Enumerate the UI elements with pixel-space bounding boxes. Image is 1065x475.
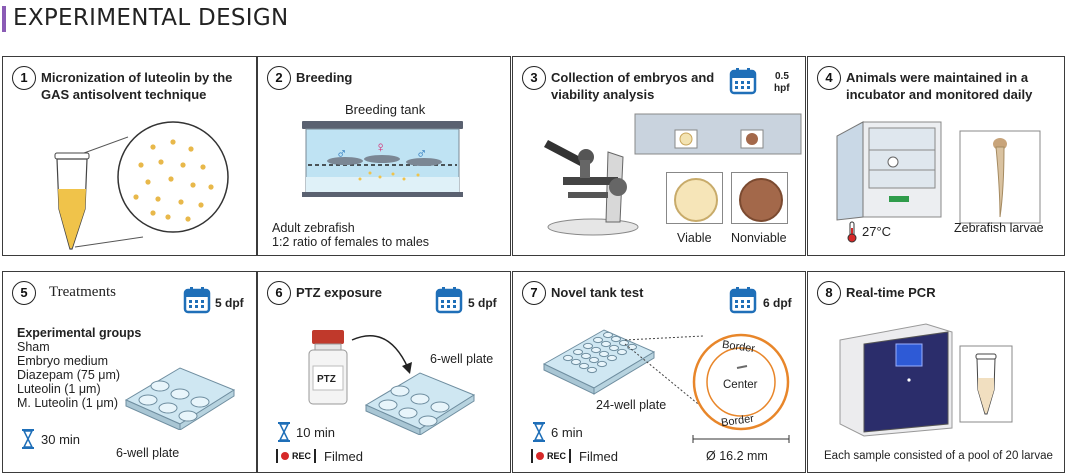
panel-title: Novel tank test (551, 285, 644, 300)
step-number: 4 (817, 66, 841, 90)
diameter-label: Ø 16.2 mm (706, 449, 768, 463)
panel-7-novel-tank-test: 7 Novel tank test 6 dpf Border Center Bo… (512, 271, 806, 473)
step-number: 2 (267, 66, 291, 90)
step-number: 6 (267, 281, 291, 305)
breeding-tank-illustration (302, 121, 463, 197)
sample-tube-illustration (959, 345, 1013, 423)
rec-text: REC (547, 451, 567, 461)
days-label: 5 dpf (468, 296, 497, 310)
zoom-guide-lines (624, 335, 704, 409)
rec-dot (281, 452, 289, 460)
sample-caption: Each sample consisted of a pool of 20 la… (824, 450, 1053, 462)
calendar-icon (729, 287, 757, 314)
panel-2-breeding: 2 Breeding Breeding tank ♂ ♀ ♂ Adult zeb… (257, 56, 511, 256)
panel-title: Collection of embryos and viability anal… (551, 70, 715, 102)
nonviable-embryo (739, 178, 783, 222)
group-sham: Sham (17, 340, 50, 354)
viable-label: Viable (677, 231, 712, 245)
petri-dish-panel (634, 113, 802, 155)
panel-title: PTZ exposure (296, 285, 382, 300)
transfer-arrow (351, 335, 412, 374)
plate-label: 24-well plate (596, 398, 667, 412)
panel-5-treatments: 5 Treatments 5 dpf Experimental groups S… (2, 271, 257, 473)
six-well-plate-illustration (364, 372, 476, 435)
male-symbol-right: ♂ (416, 145, 428, 162)
thermometer-icon (847, 221, 857, 243)
panel-title: Treatments (49, 284, 116, 300)
groups-title: Experimental groups (17, 326, 142, 340)
twenty-four-well-plate-illustration (542, 329, 656, 395)
microscope-illustration (544, 140, 639, 236)
arena-diagram (692, 333, 790, 431)
panel-title: Breeding (296, 70, 353, 85)
center-label: Center (723, 379, 758, 391)
larvae-label: Zebrafish larvae (954, 221, 1044, 235)
step-number: 3 (522, 66, 546, 90)
breeding-caption-line1: Adult zebrafish (272, 221, 355, 235)
panel-3-collection: 3 Collection of embryos and viability an… (512, 56, 806, 256)
diameter-dimension-line (692, 435, 790, 443)
filmed-label: Filmed (579, 449, 619, 464)
step-number: 7 (522, 281, 546, 305)
microtube-with-particles-illustration (54, 121, 229, 250)
group-embryo-medium: Embryo medium (17, 354, 108, 368)
nonviable-label: Nonviable (731, 231, 787, 245)
days-label: 6 dpf (763, 296, 792, 310)
calendar-icon (435, 287, 463, 314)
step-number: 1 (12, 66, 36, 90)
hourglass-icon (278, 422, 290, 442)
panel-4-incubator: 4 Animals were maintained in a incubator… (807, 56, 1065, 256)
duration-label: 10 min (296, 425, 336, 440)
six-well-plate-illustration (124, 367, 236, 430)
calendar-icon (183, 287, 211, 314)
pcr-machine-illustration (839, 323, 953, 437)
rec-text: REC (292, 451, 312, 461)
filmed-label: Filmed (324, 449, 364, 464)
group-diazepam: Diazepam (75 μm) (17, 368, 121, 382)
viable-embryo (674, 178, 718, 222)
group-luteolin: Luteolin (1 μm) (17, 382, 101, 396)
rec-badge: REC (531, 449, 572, 463)
calendar-icon (729, 68, 757, 95)
step-number: 8 (817, 281, 841, 305)
ptz-bottle-illustration (308, 330, 348, 405)
page-title: EXPERIMENTAL DESIGN (13, 5, 289, 31)
time-value: 0.5 (775, 71, 789, 82)
panel-8-real-time-pcr: 8 Real-time PCR Each sample consisted of… (807, 271, 1065, 473)
female-symbol: ♀ (375, 139, 387, 156)
panel-6-ptz-exposure: 6 PTZ exposure 5 dpf PTZ 6-well plate 10… (257, 271, 511, 473)
incubator-illustration (836, 121, 942, 221)
zebrafish-larva-illustration (959, 130, 1041, 224)
duration-label: 6 min (551, 425, 583, 440)
days-label: 5 dpf (215, 296, 244, 310)
plate-label: 6-well plate (430, 352, 494, 366)
breeding-caption-line2: 1:2 ratio of females to males (272, 235, 430, 249)
temperature-label: 27°C (862, 224, 892, 239)
step-number: 5 (12, 281, 36, 305)
time-unit: hpf (774, 83, 790, 94)
hourglass-icon (533, 422, 545, 442)
title-accent-bar (2, 6, 6, 32)
panel-title: Animals were maintained in a incubator a… (846, 70, 1033, 102)
plate-label: 6-well plate (116, 446, 180, 460)
bottle-label: PTZ (317, 374, 336, 385)
breeding-tank-label: Breeding tank (345, 102, 426, 117)
hourglass-icon (22, 429, 34, 449)
rec-dot (536, 452, 544, 460)
panel-title: Micronization of luteolin by the GAS ant… (41, 70, 233, 102)
duration-label: 30 min (41, 432, 81, 447)
group-m-luteolin: M. Luteolin (1 μm) (17, 396, 118, 410)
male-symbol-left: ♂ (336, 145, 348, 162)
panel-1-micronization: 1 Micronization of luteolin by the GAS a… (2, 56, 257, 256)
panel-title: Real-time PCR (846, 285, 936, 300)
rec-badge: REC (276, 449, 317, 463)
